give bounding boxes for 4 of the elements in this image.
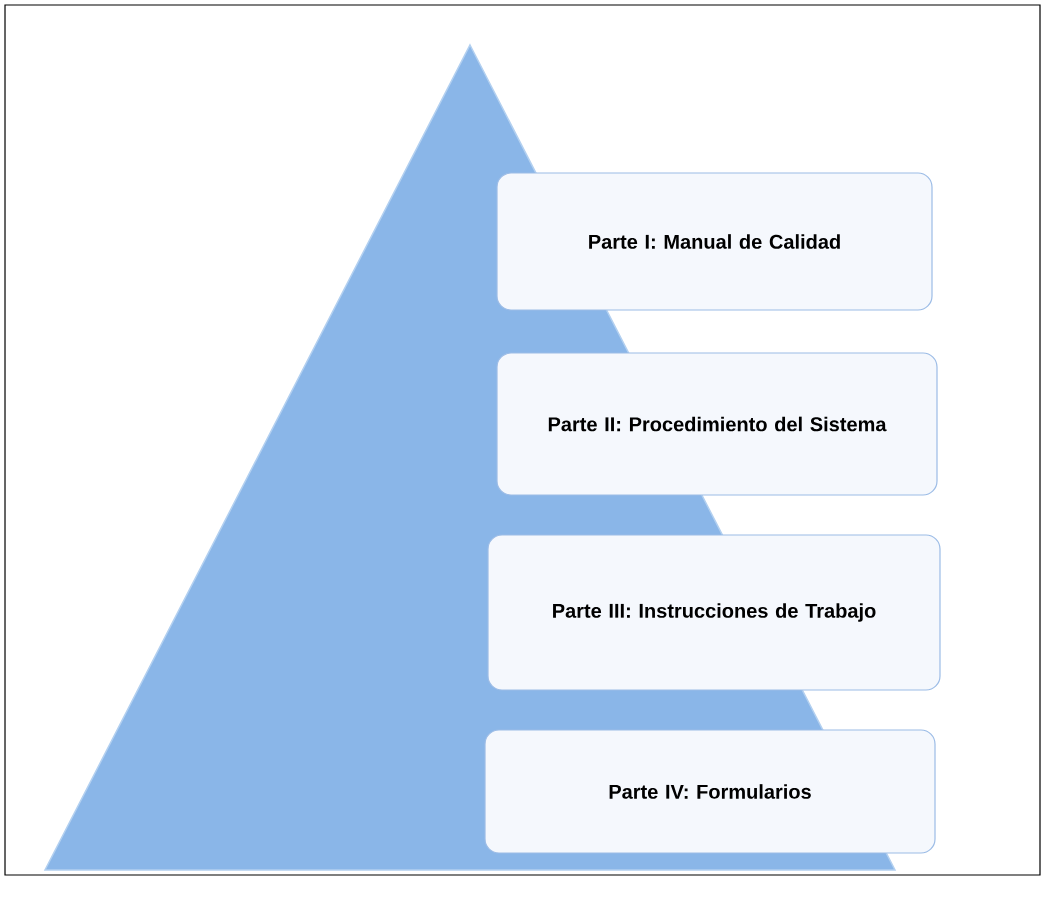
- text-box: Parte I: Manual de Calidad: [496, 172, 933, 311]
- text-box: Parte III: Instrucciones de Trabajo: [487, 534, 941, 691]
- text-box: Parte II: Procedimiento del Sistema: [496, 352, 938, 496]
- text-box: Parte IV: Formularios: [484, 729, 936, 854]
